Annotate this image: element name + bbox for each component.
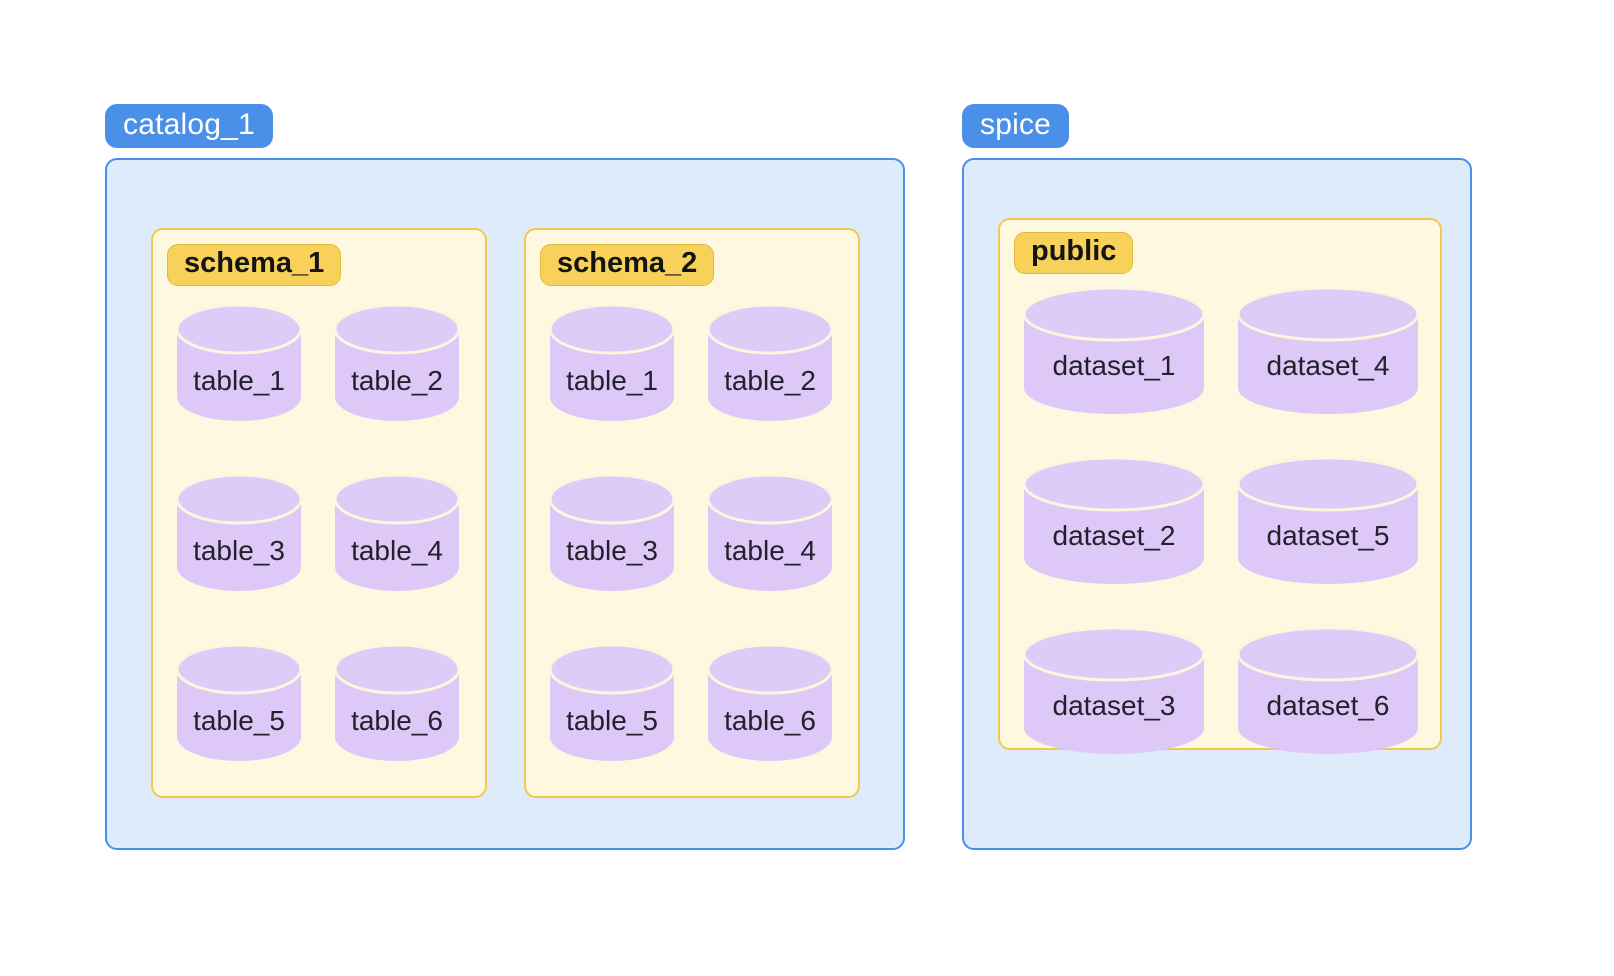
catalog-group-spice: spice public dataset_1: [962, 104, 1472, 850]
table-cylinder[interactable]: table_4: [335, 475, 459, 591]
dataset-cylinder[interactable]: dataset_5: [1238, 458, 1418, 584]
table-cylinder[interactable]: table_4: [708, 475, 832, 591]
table-cylinder[interactable]: table_3: [550, 475, 674, 591]
schema-panel-schema-1: schema_1 table_1 tab: [151, 228, 487, 798]
dataset-cylinder[interactable]: dataset_4: [1238, 288, 1418, 414]
table-cylinder[interactable]: table_5: [177, 645, 301, 761]
schema-panel-schema-2: schema_2 table_1 tab: [524, 228, 860, 798]
catalog-panel-spice: public dataset_1 dat: [962, 158, 1472, 850]
schema-label-public[interactable]: public: [1014, 232, 1134, 274]
schema-panel-public: public dataset_1 dat: [998, 218, 1442, 754]
catalog-label-catalog-1[interactable]: catalog_1: [105, 104, 273, 148]
catalog-label-spice[interactable]: spice: [962, 104, 1070, 148]
schema-label-schema-2[interactable]: schema_2: [540, 244, 715, 286]
table-cylinder[interactable]: table_2: [708, 305, 832, 421]
dataset-cylinder[interactable]: dataset_1: [1024, 288, 1204, 414]
catalog-panel-catalog-1: schema_1 table_1 tab: [105, 158, 905, 850]
table-cylinder[interactable]: table_1: [177, 305, 301, 421]
table-cylinder[interactable]: table_1: [550, 305, 674, 421]
table-cylinder[interactable]: table_2: [335, 305, 459, 421]
table-cylinder[interactable]: table_6: [335, 645, 459, 761]
dataset-cylinder[interactable]: dataset_2: [1024, 458, 1204, 584]
table-cylinder[interactable]: table_3: [177, 475, 301, 591]
schema-label-schema-1[interactable]: schema_1: [167, 244, 342, 286]
catalog-group-catalog-1: catalog_1 schema_1 table_1: [105, 104, 905, 850]
table-cylinder[interactable]: table_6: [708, 645, 832, 761]
dataset-cylinder[interactable]: dataset_6: [1238, 628, 1418, 754]
table-cylinder[interactable]: table_5: [550, 645, 674, 761]
dataset-cylinder[interactable]: dataset_3: [1024, 628, 1204, 754]
